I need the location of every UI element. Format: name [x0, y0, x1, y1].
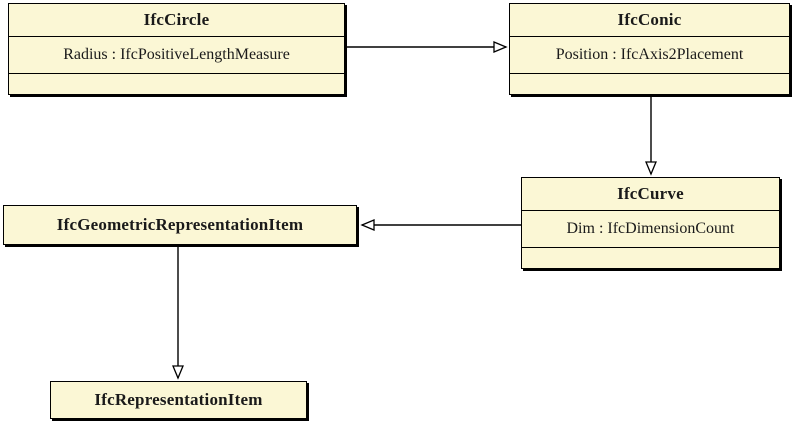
class-title: IfcRepresentationItem: [94, 390, 263, 409]
class-empty-compartment: [9, 73, 344, 94]
class-attribute: Radius : IfcPositiveLengthMeasure: [9, 36, 344, 73]
class-attribute: Position : IfcAxis2Placement: [510, 36, 789, 73]
class-title: IfcCircle: [143, 10, 210, 29]
class-box-ifcgeometricrepresentationitem[interactable]: IfcGeometricRepresentationItem: [3, 205, 357, 245]
class-empty-compartment: [510, 73, 789, 94]
class-title: IfcConic: [617, 10, 682, 29]
class-attribute: Dim : IfcDimensionCount: [522, 210, 779, 247]
class-title: IfcGeometricRepresentationItem: [56, 215, 304, 234]
class-box-ifcrepresentationitem[interactable]: IfcRepresentationItem: [50, 381, 307, 419]
class-empty-compartment: [522, 247, 779, 268]
class-box-ifcconic[interactable]: IfcConic Position : IfcAxis2Placement: [509, 3, 790, 95]
class-box-ifccircle[interactable]: IfcCircle Radius : IfcPositiveLengthMeas…: [8, 3, 345, 95]
class-box-ifccurve[interactable]: IfcCurve Dim : IfcDimensionCount: [521, 177, 780, 269]
class-title: IfcCurve: [617, 184, 684, 203]
